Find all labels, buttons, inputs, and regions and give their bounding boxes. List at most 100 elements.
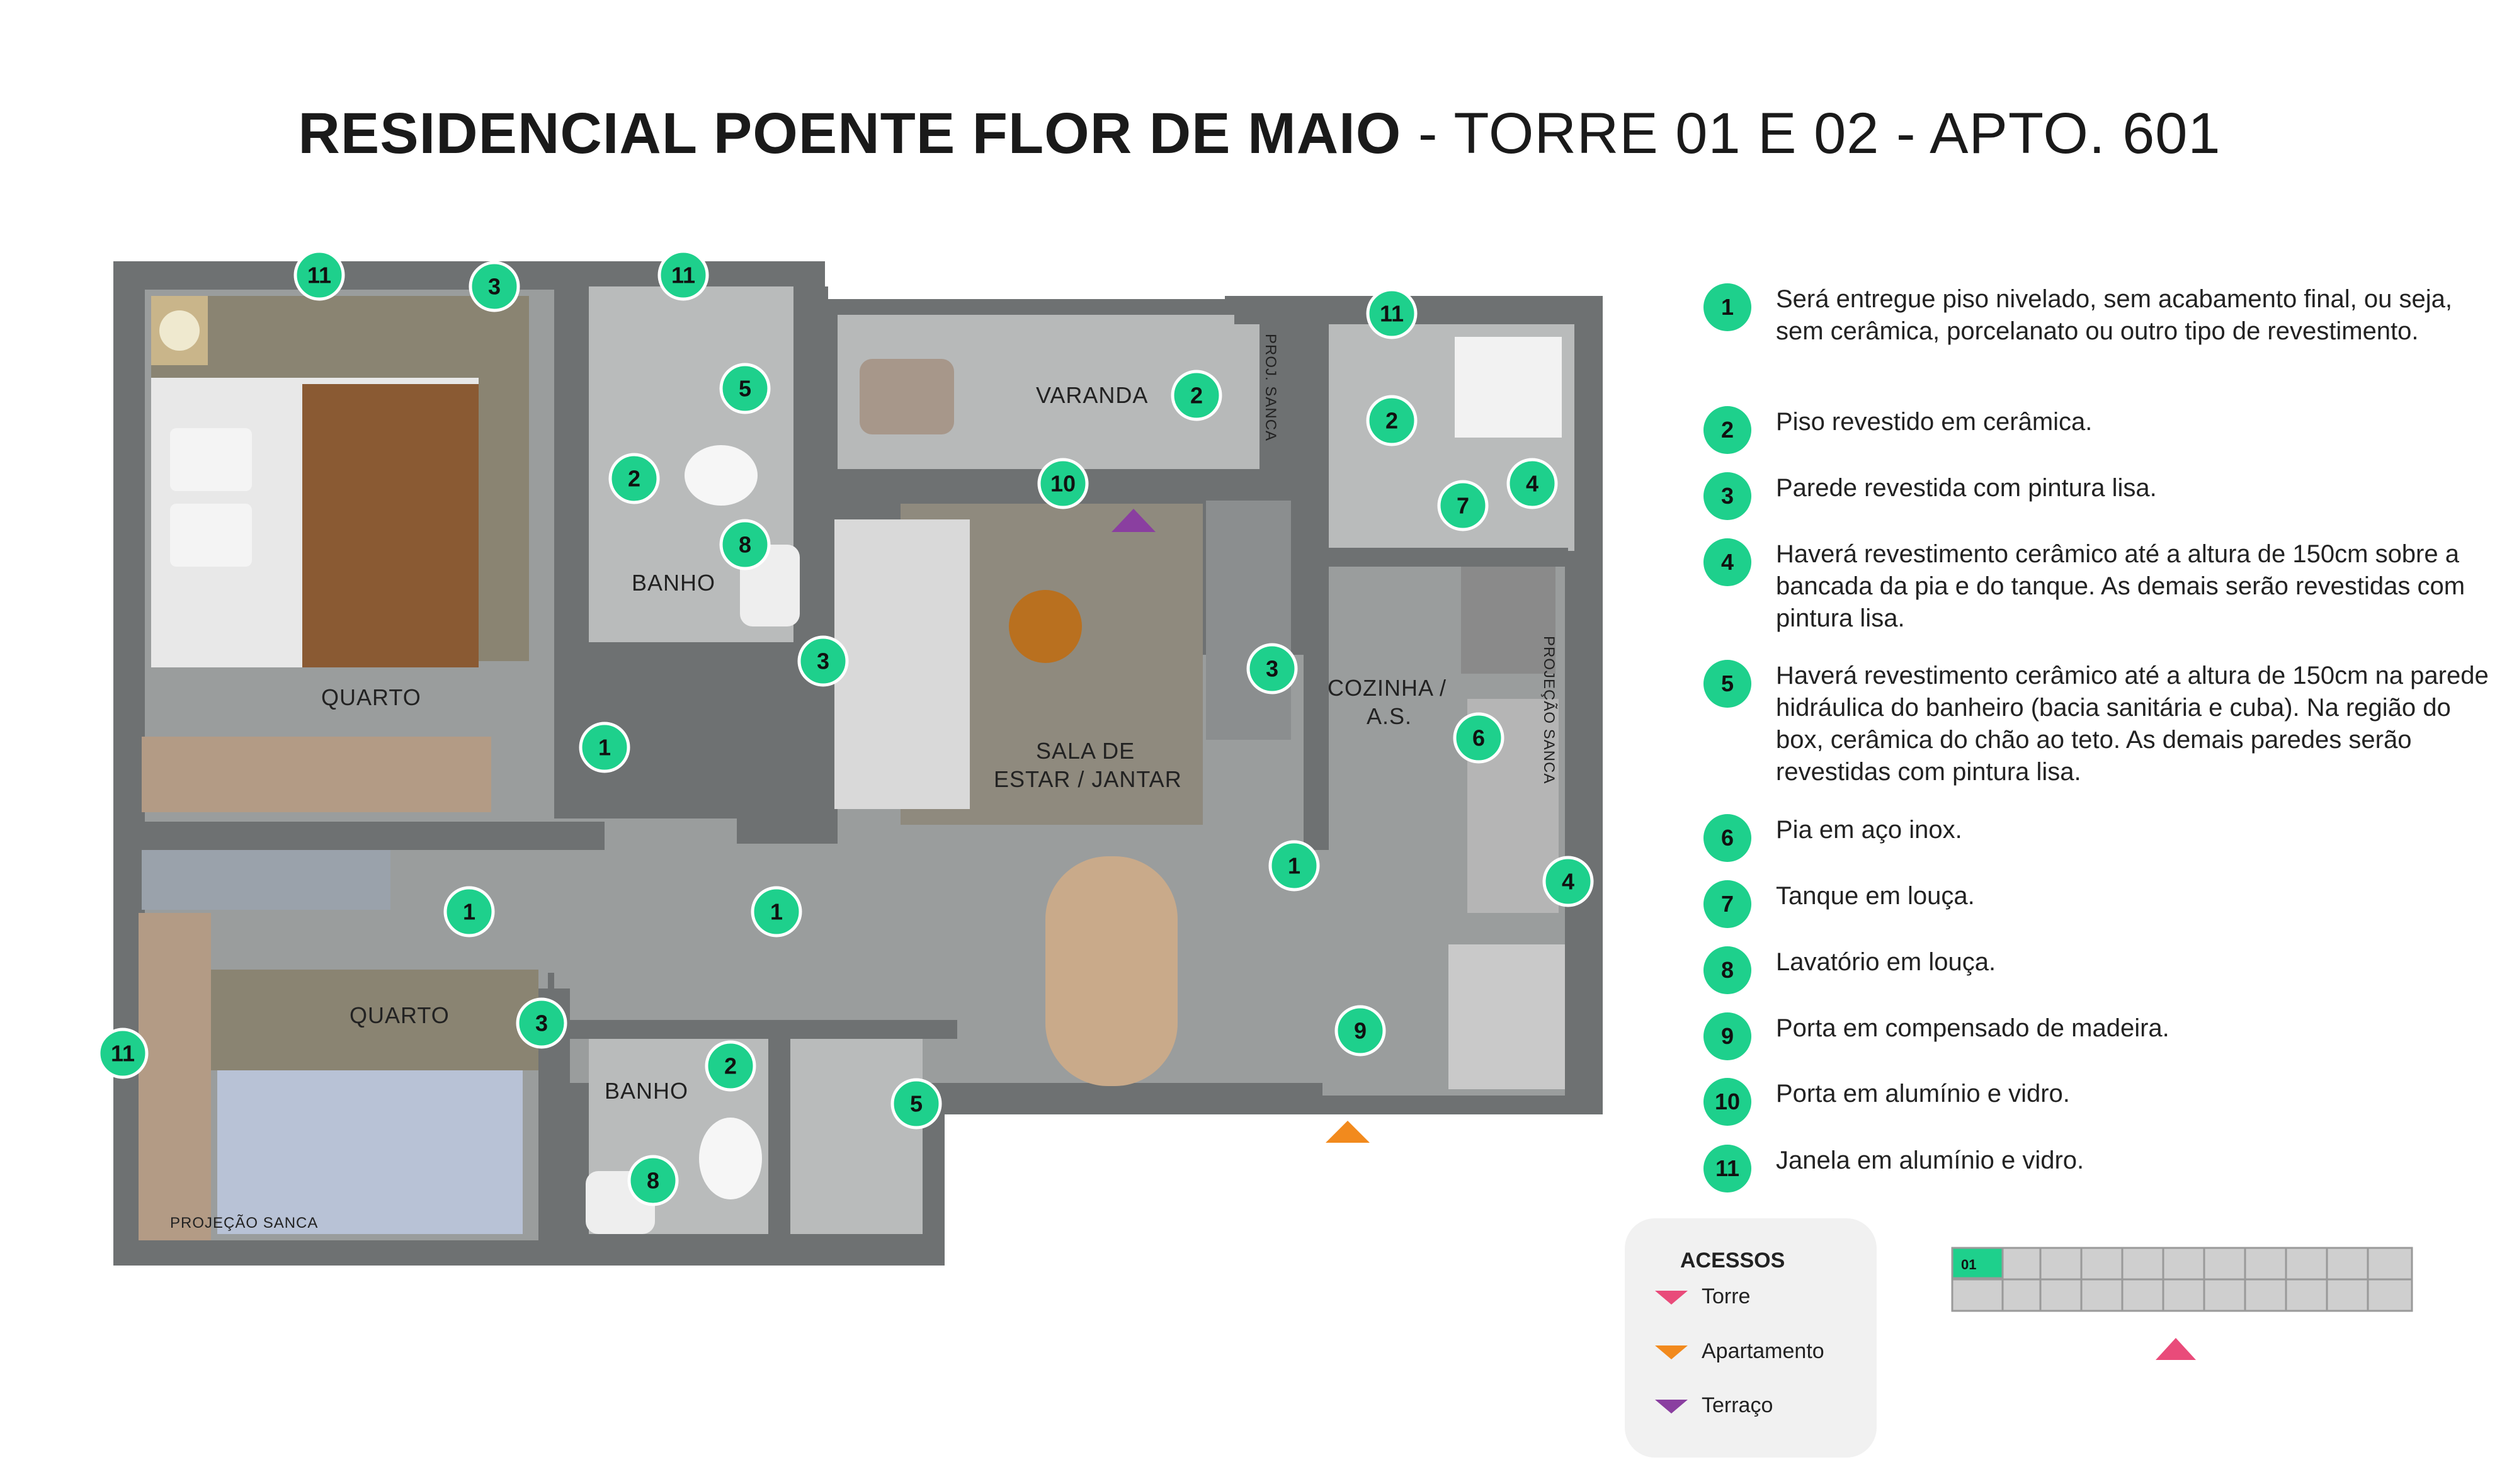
legend-number: 4	[1703, 538, 1751, 586]
marker: 8	[719, 519, 771, 570]
label-quarto-1: QUARTO	[321, 684, 421, 710]
dining-table	[1045, 856, 1178, 1086]
svg-text:8: 8	[647, 1168, 659, 1194]
svg-text:3: 3	[488, 274, 501, 300]
access-item-torre: Torre	[1655, 1284, 1750, 1309]
label-sala-2: ESTAR / JANTAR	[994, 766, 1182, 792]
legend-number: 11	[1703, 1145, 1751, 1192]
marker: 1	[443, 886, 495, 937]
marker: 5	[719, 363, 771, 414]
legend-text: Será entregue piso nivelado, sem acabame…	[1776, 285, 2453, 345]
washer	[1455, 337, 1562, 438]
svg-text:9: 9	[1354, 1018, 1367, 1044]
legend-number: 9	[1703, 1012, 1751, 1060]
svg-text:1: 1	[598, 735, 611, 761]
title-rest: - TORRE 01 E 02 - APTO. 601	[1401, 101, 2221, 166]
marker: 2	[705, 1040, 756, 1092]
legend-text: Tanque em louça.	[1776, 882, 1975, 910]
svg-text:5: 5	[739, 376, 751, 402]
bed-quarto-1	[151, 296, 479, 667]
access-label: Torre	[1702, 1284, 1751, 1308]
marker: 9	[1334, 1005, 1386, 1056]
svg-text:4: 4	[1562, 869, 1574, 895]
svg-text:2: 2	[1190, 383, 1203, 409]
legend-number: 3	[1703, 472, 1751, 520]
svg-text:2: 2	[724, 1053, 737, 1079]
legend-text: Pia em aço inox.	[1776, 816, 1962, 844]
legend-number: 8	[1703, 946, 1751, 994]
marker: 3	[516, 997, 567, 1049]
fridge	[1448, 944, 1565, 1089]
marker: 7	[1437, 480, 1489, 531]
marker: 6	[1453, 712, 1504, 764]
marker: 4	[1506, 458, 1558, 509]
svg-text:5: 5	[910, 1091, 923, 1117]
legend-text: Parede revestida com pintura lisa.	[1776, 474, 2157, 502]
wardrobe-2	[142, 850, 390, 910]
marker: 3	[469, 261, 520, 312]
svg-text:11: 11	[307, 263, 331, 288]
apartment-arrow	[1326, 1121, 1370, 1143]
toilet-2	[699, 1118, 762, 1199]
label-banho-2: BANHO	[605, 1078, 688, 1104]
svg-text:2: 2	[628, 466, 640, 492]
marker: 2	[1366, 395, 1418, 446]
marker: 10	[1037, 458, 1089, 509]
legend-text: Porta em alumínio e vidro.	[1776, 1080, 2070, 1107]
svg-text:3: 3	[1266, 656, 1278, 682]
svg-text:10: 10	[1050, 471, 1076, 497]
legend-number: 6	[1703, 814, 1751, 862]
svg-text:11: 11	[111, 1041, 135, 1067]
svg-text:4: 4	[1526, 471, 1538, 497]
sofa	[834, 519, 970, 809]
legend-text: Porta em compensado de madeira.	[1776, 1014, 2169, 1042]
legend-number: 5	[1703, 660, 1751, 708]
label-quarto-2: QUARTO	[350, 1002, 450, 1028]
legend-text: Haverá revestimento cerâmico até a altur…	[1776, 662, 2489, 786]
marker: 3	[797, 635, 849, 687]
svg-text:11: 11	[671, 263, 695, 288]
tv-unit	[1206, 501, 1291, 740]
legend-text: Lavatório em louça.	[1776, 948, 1996, 976]
legend-text: Haverá revestimento cerâmico até a altur…	[1776, 540, 2465, 632]
legend-number: 2	[1703, 406, 1751, 454]
svg-text:1: 1	[1288, 853, 1300, 879]
legend-number: 1	[1703, 283, 1751, 331]
tower-arrow-icon	[1655, 1291, 1688, 1305]
svg-text:1: 1	[770, 899, 783, 925]
varanda-chair	[860, 359, 954, 434]
svg-text:6: 6	[1472, 725, 1485, 751]
marker: 4	[1542, 856, 1594, 907]
marker: 5	[890, 1078, 942, 1130]
label-cozinha-1: COZINHA /	[1328, 675, 1447, 701]
apartment-arrow-icon	[1655, 1345, 1688, 1360]
wardrobe-1	[142, 737, 491, 812]
svg-text:11: 11	[1380, 301, 1404, 327]
access-label: Terraço	[1702, 1393, 1773, 1417]
access-heading: ACESSOS	[1680, 1249, 1785, 1272]
ottoman	[1009, 590, 1082, 663]
marker: 3	[1246, 643, 1298, 694]
label-banho-1: BANHO	[632, 570, 715, 596]
legend-text: Janela em alumínio e vidro.	[1776, 1147, 2084, 1174]
svg-text:1: 1	[463, 899, 475, 925]
svg-text:3: 3	[817, 649, 829, 674]
marker: 2	[1171, 370, 1222, 421]
access-item-apartamento: Apartamento	[1655, 1339, 1824, 1364]
desk	[139, 913, 211, 1240]
marker: 1	[751, 886, 802, 937]
marker: 1	[1268, 840, 1320, 892]
page-title: RESIDENCIAL POENTE FLOR DE MAIO - TORRE …	[0, 101, 2519, 167]
marker: 11	[97, 1028, 149, 1079]
key-plan-unit-label: 01	[1961, 1257, 1976, 1272]
terrace-arrow-icon	[1655, 1400, 1688, 1414]
marker: 1	[579, 722, 630, 773]
key-plan: 01	[1951, 1247, 2413, 1360]
svg-text:8: 8	[739, 532, 751, 558]
marker: 11	[293, 249, 345, 301]
label-sala-1: SALA DE	[1036, 738, 1135, 764]
label-proj-sanca-1: PROJ. SANCA	[1262, 334, 1279, 441]
terrace-arrow	[1112, 509, 1156, 532]
stove	[1461, 567, 1555, 674]
